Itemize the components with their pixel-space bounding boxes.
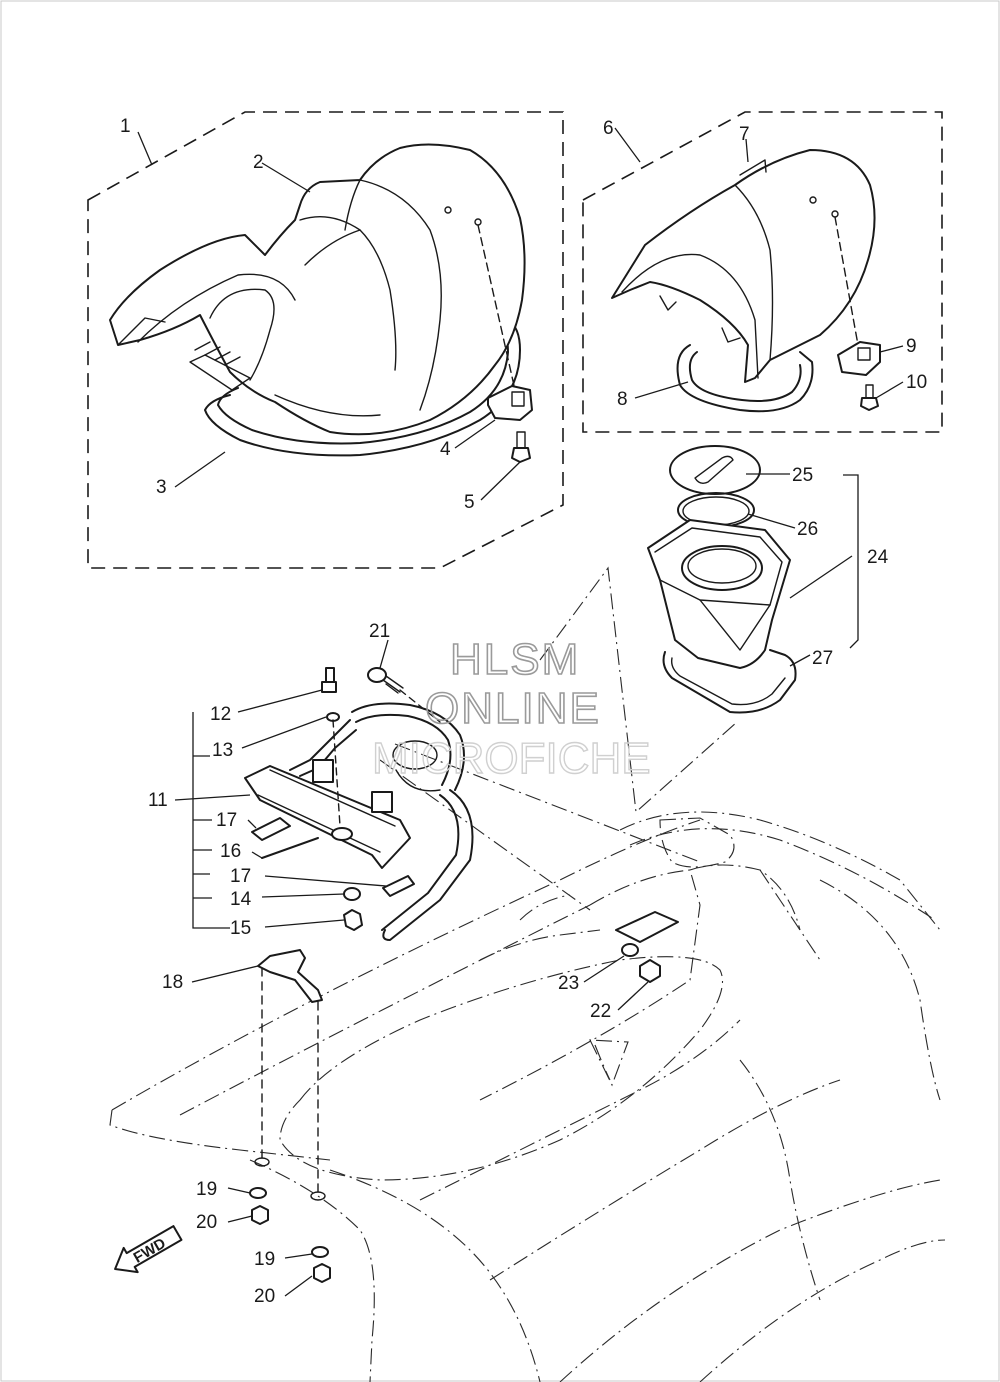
watermark-line-1: HLSM	[450, 635, 580, 684]
part-19-washer-left	[249, 1187, 267, 1199]
callout-labels: 1 2 3 4 5 6 7 8 9 10 11 12 13 14 15 16 1…	[120, 116, 927, 1307]
part-3-seat-gasket	[204, 317, 521, 457]
callout-20-right: 20	[254, 1286, 275, 1307]
callout-19-right: 19	[254, 1249, 275, 1270]
callout-16: 16	[220, 841, 241, 862]
part-8-rear-seat-gasket	[676, 344, 814, 413]
callout-14: 14	[230, 889, 252, 910]
part-4-seat-latch	[487, 385, 533, 421]
callout-24: 24	[867, 547, 889, 568]
callout-26: 26	[797, 519, 818, 540]
fwd-arrow-icon: FWD	[114, 1225, 183, 1274]
callout-5: 5	[464, 492, 475, 513]
part-15-nut	[343, 909, 363, 931]
part-22-nut	[639, 959, 661, 983]
part-19-washer-right	[311, 1246, 329, 1258]
callout-22: 22	[590, 1001, 611, 1022]
watermark-line-3: MICROFICHE	[372, 734, 651, 783]
callout-7: 7	[739, 124, 750, 145]
part-25-cap	[669, 445, 761, 495]
callout-6: 6	[603, 118, 614, 139]
callout-20-left: 20	[196, 1212, 217, 1233]
hull-outline	[109, 811, 946, 1382]
callout-3: 3	[156, 477, 167, 498]
part-24-storage-bucket	[647, 519, 791, 669]
callout-19-left: 19	[196, 1179, 217, 1200]
callout-25: 25	[792, 465, 813, 486]
part-16-strip	[261, 837, 319, 859]
callout-13: 13	[212, 740, 233, 761]
part-11-seat-tray-assembly	[244, 702, 474, 941]
callout-4: 4	[440, 439, 451, 460]
part-10-bolt	[860, 384, 879, 411]
callout-12: 12	[210, 704, 231, 725]
part-23-pad	[615, 911, 679, 957]
part-7-rear-seat	[611, 149, 876, 383]
callout-17-lower: 17	[230, 866, 251, 887]
callout-18: 18	[162, 972, 183, 993]
part-18-bracket	[257, 949, 323, 1003]
watermark-line-2: ONLINE	[425, 684, 601, 733]
part-5-bolt	[511, 431, 531, 463]
callout-21: 21	[369, 621, 390, 642]
callout-9: 9	[906, 336, 917, 357]
group-6-boundary	[582, 111, 943, 433]
callout-27: 27	[812, 648, 833, 669]
callout-8: 8	[617, 389, 628, 410]
callout-11: 11	[148, 790, 168, 811]
part-27-bucket-gasket	[662, 649, 797, 714]
callout-17-upper: 17	[216, 810, 237, 831]
part-17-pad-lower	[382, 875, 415, 897]
callout-23: 23	[558, 973, 579, 994]
callout-2: 2	[253, 152, 264, 173]
leader-lines	[137, 127, 904, 1297]
part-14-washer	[343, 887, 361, 901]
part-20-nut-left	[251, 1205, 269, 1225]
part-20-nut-right	[313, 1263, 331, 1283]
bucket-location-phantom	[539, 566, 738, 814]
part-17-pad-upper	[251, 817, 291, 841]
callout-15: 15	[230, 918, 251, 939]
part-12-stud	[321, 667, 337, 693]
part-2-main-seat	[109, 143, 526, 436]
watermark: HLSM ONLINE MICROFICHE	[371, 634, 651, 784]
callout-10: 10	[906, 372, 927, 393]
callout-1: 1	[120, 116, 131, 137]
group-1-boundary	[87, 111, 564, 569]
part-21-bolt	[367, 667, 404, 694]
part-9-rear-latch	[837, 341, 881, 376]
